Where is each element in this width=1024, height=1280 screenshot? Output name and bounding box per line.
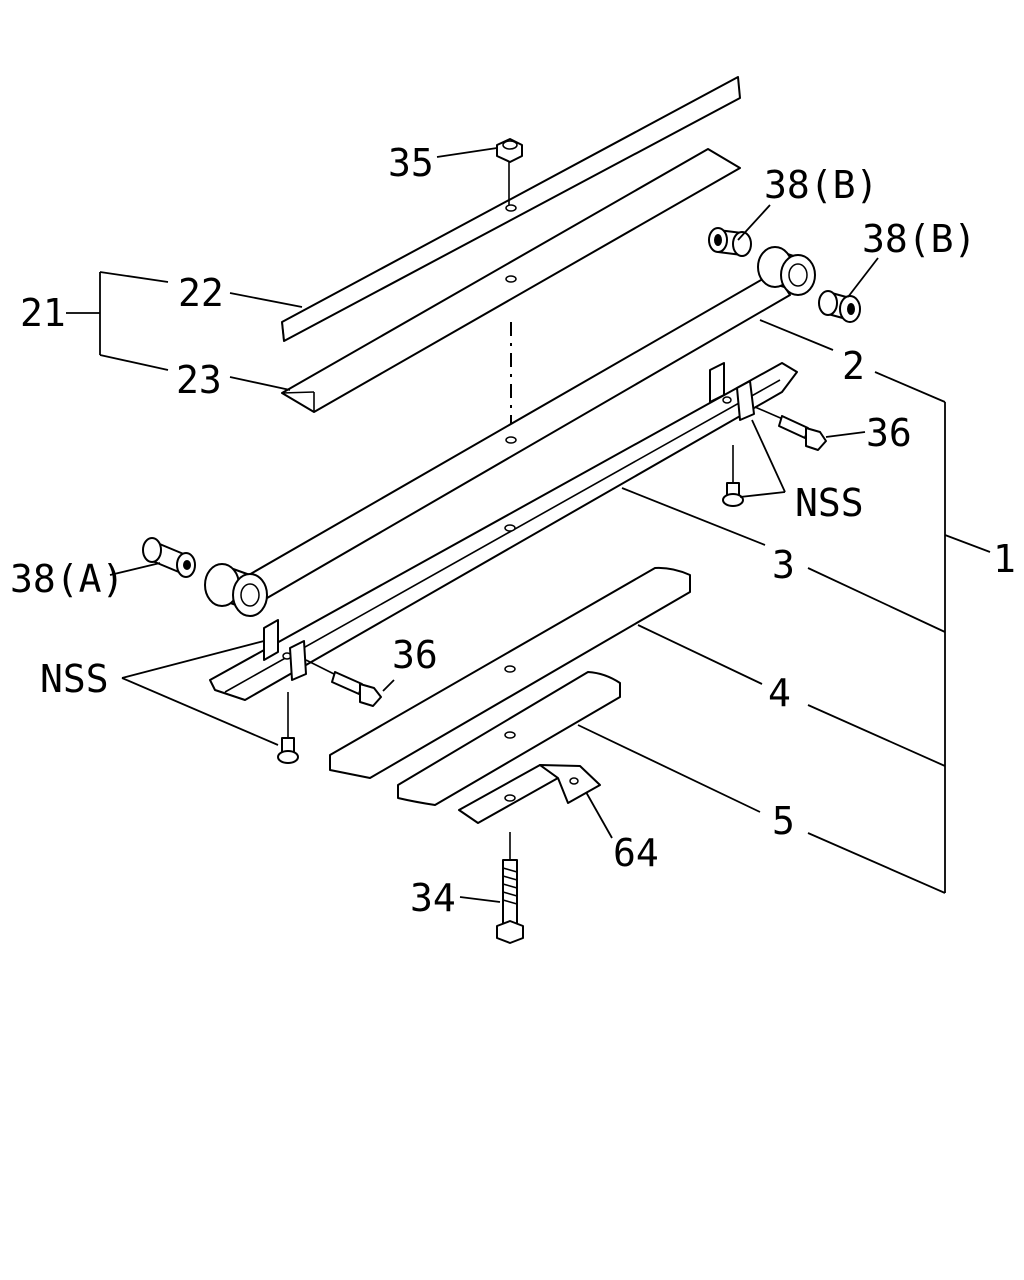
bushing-38b-upper [708, 227, 752, 257]
callout-4: 4 [768, 671, 791, 715]
clip-bolt-36-lower [305, 659, 382, 707]
callout-35: 35 [388, 141, 434, 185]
callout-3: 3 [772, 543, 795, 587]
leader-lines [66, 147, 991, 903]
callout-nss-lower: NSS [40, 657, 109, 701]
callout-labels: 35 38(B) 38(B) 22 21 23 2 36 NSS 1 38(A)… [10, 141, 1016, 920]
leaf-plate-22 [281, 76, 741, 342]
leaf-3 [209, 362, 798, 701]
center-hole [505, 204, 517, 212]
spring-eye-front [204, 563, 268, 617]
callout-64: 64 [613, 831, 659, 875]
clip-bolt-36-upper [754, 406, 827, 451]
center-hole [505, 436, 517, 444]
bushing-38b-lower [818, 290, 861, 323]
callout-36-upper: 36 [866, 411, 912, 455]
spring-eye-rear [757, 246, 816, 296]
callout-1: 1 [993, 537, 1016, 581]
rivet-nss-lower [277, 692, 299, 764]
bracket-64 [458, 764, 601, 824]
callout-23: 23 [176, 358, 222, 402]
center-bolt-34 [496, 832, 524, 944]
callout-34: 34 [410, 876, 456, 920]
callout-5: 5 [772, 799, 795, 843]
center-hole [505, 275, 517, 283]
leaf-5 [397, 671, 621, 806]
callout-nss-upper: NSS [795, 481, 864, 525]
rebound-clip-rear [709, 362, 755, 421]
leaf-4 [329, 566, 691, 779]
center-hole [504, 665, 516, 673]
callout-38b-upper: 38(B) [764, 163, 878, 207]
center-hole [504, 731, 516, 739]
callout-36-lower: 36 [392, 633, 438, 677]
rivet-nss-upper [722, 445, 744, 507]
nut-35 [496, 138, 523, 205]
main-leaf-2 [204, 246, 816, 617]
callout-38b-right: 38(B) [862, 217, 976, 261]
callout-21: 21 [20, 291, 66, 335]
callout-2: 2 [842, 344, 865, 388]
center-hole [504, 524, 516, 532]
callout-38a: 38(A) [10, 557, 124, 601]
callout-22: 22 [178, 271, 224, 315]
leaf-plate-23 [281, 148, 741, 413]
bushing-38a [142, 537, 196, 578]
rebound-clip-front [263, 619, 307, 681]
